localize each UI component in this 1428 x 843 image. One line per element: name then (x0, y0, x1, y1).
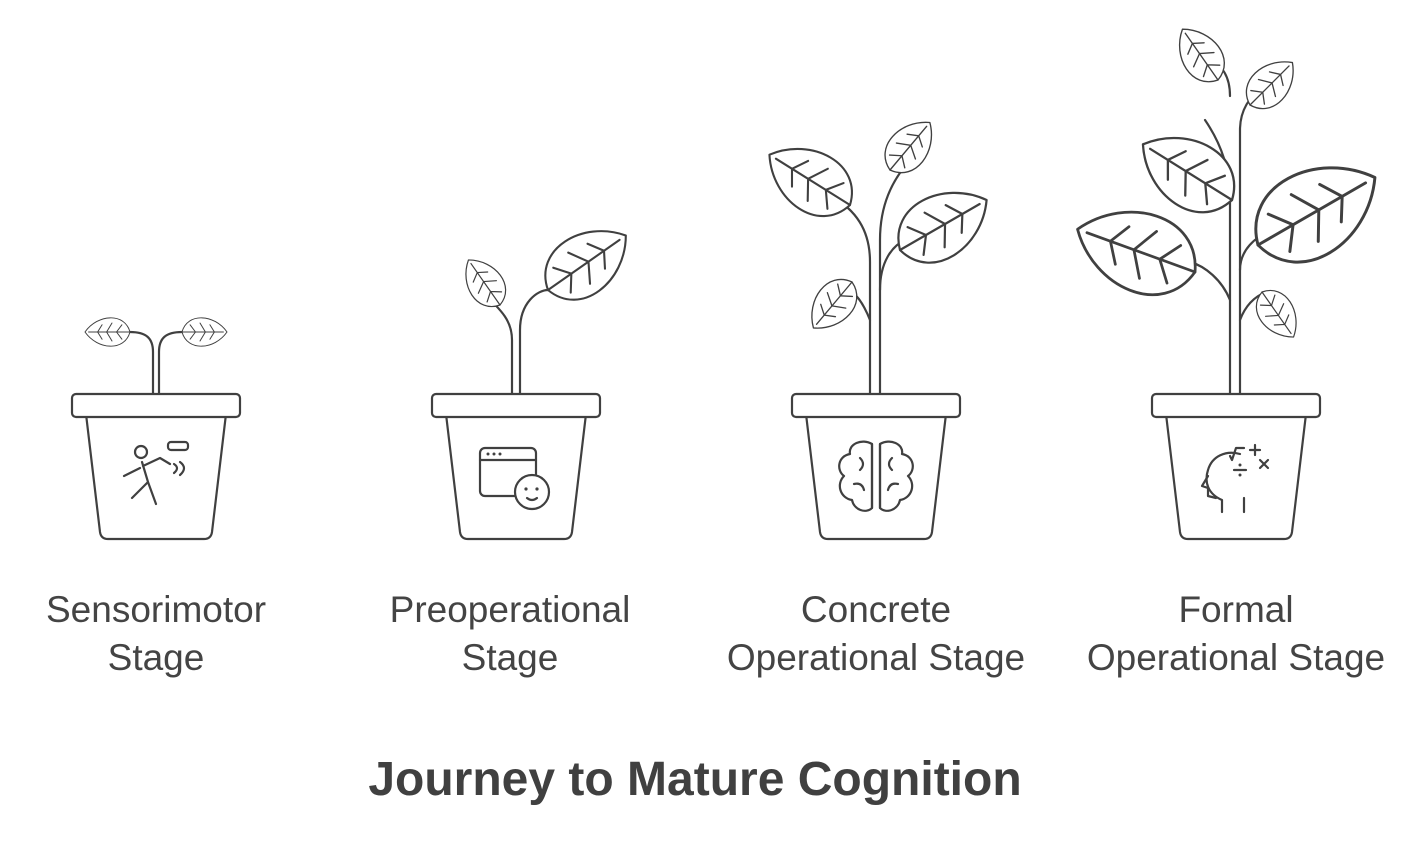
child-screen-icon (478, 446, 551, 511)
diagram-title: Journey to Mature Cognition (368, 753, 1022, 806)
stage-label-sensorimotor: Sensorimotor Stage (0, 586, 326, 682)
stage-label-formal: Formal Operational Stage (1066, 586, 1406, 682)
seedling (453, 209, 645, 396)
young-plant (752, 109, 1004, 396)
child-play-icon (122, 440, 190, 506)
stage-label-concrete: Concrete Operational Stage (706, 586, 1046, 682)
stage-label-line1: Formal (1178, 589, 1294, 630)
stage-label-line2: Operational Stage (1086, 637, 1386, 678)
stage-label-line2: Stage (107, 637, 205, 678)
stage-label-line1: Concrete (800, 589, 952, 630)
mature-plant (1062, 17, 1398, 396)
pot (790, 392, 962, 541)
pot (1150, 392, 1322, 541)
stage-label-preoperational: Preoperational Stage (340, 586, 680, 682)
stage-1-plant (70, 317, 242, 541)
stage-label-line1: Preoperational (389, 589, 631, 630)
stage-3-plant (752, 109, 1004, 541)
head-math-icon (1200, 443, 1270, 514)
pot (430, 392, 602, 541)
pot (70, 392, 242, 541)
stage-2-plant (430, 209, 645, 541)
stage-4-plant (1062, 17, 1398, 541)
stage-label-line2: Stage (461, 637, 559, 678)
stage-label-line1: Sensorimotor (45, 589, 267, 630)
sprout (84, 317, 228, 396)
brain-icon (838, 440, 914, 512)
stage-label-line2: Operational Stage (726, 637, 1026, 678)
